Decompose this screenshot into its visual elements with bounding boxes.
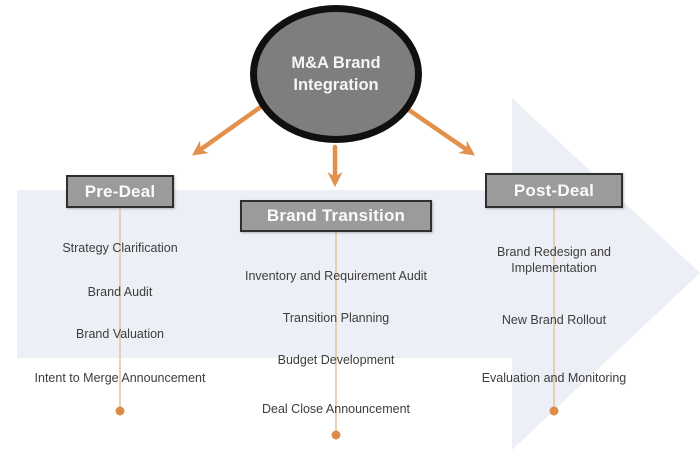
diagram-title: M&A Brand Integration	[291, 53, 381, 94]
transition-item-3: Budget Development	[277, 353, 395, 367]
phase-header-post-deal: Post-Deal	[485, 173, 623, 208]
pre-deal-item-1: Strategy Clarification	[62, 241, 178, 255]
arrow-to-pre-deal-icon	[192, 103, 265, 156]
timeline-end-dot-pre-deal	[115, 406, 125, 416]
arrow-to-post-deal-icon	[403, 105, 476, 156]
central-hub-circle: M&A Brand Integration	[250, 5, 422, 143]
timeline-end-dot-post-deal	[549, 406, 559, 416]
transition-item-1: Inventory and Requirement Audit	[244, 269, 428, 283]
phase-header-pre-deal: Pre-Deal	[66, 175, 174, 208]
pre-deal-item-3: Brand Valuation	[75, 327, 165, 341]
transition-item-4: Deal Close Announcement	[261, 402, 410, 416]
timeline-end-dot-transition	[331, 430, 341, 440]
post-deal-item-2: New Brand Rollout	[501, 313, 607, 327]
transition-item-2: Transition Planning	[282, 311, 390, 325]
post-deal-item-1: Brand Redesign and Implementation	[497, 245, 611, 275]
pre-deal-item-2: Brand Audit	[87, 285, 153, 299]
post-deal-item-3: Evaluation and Monitoring	[481, 371, 627, 385]
phase-header-brand-transition: Brand Transition	[240, 200, 432, 232]
pre-deal-item-4: Intent to Merge Announcement	[34, 371, 206, 385]
